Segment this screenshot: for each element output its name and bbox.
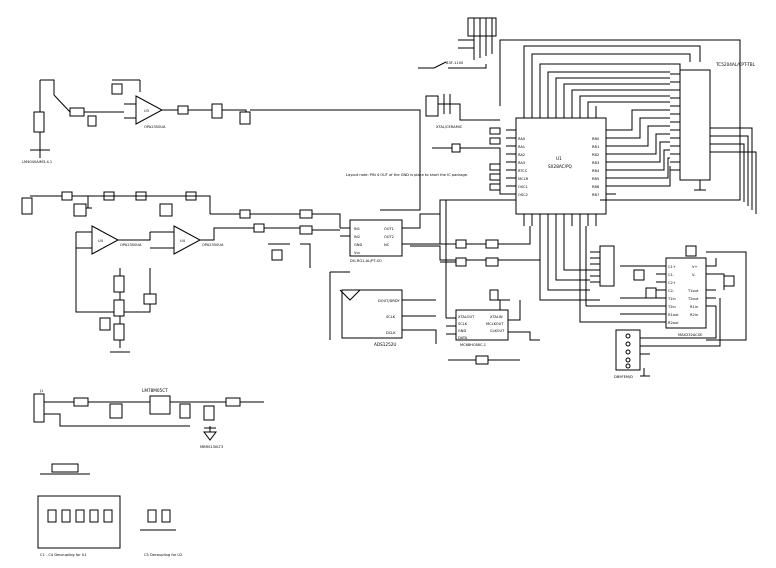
svg-text:OUT1: OUT1	[384, 227, 394, 231]
svg-text:IN1: IN1	[354, 227, 360, 231]
max-pin-r2in: R2in	[690, 313, 698, 317]
mcu-pin-rb4: RB4	[592, 169, 600, 173]
opamp-label-2: OPA2350UA	[120, 243, 142, 247]
mcu-pin-rb6: RB6	[592, 185, 600, 189]
rtc-label: MC68HC68C-1	[460, 343, 486, 347]
decoupling-u1: C1 - C4 Decoupling for U1	[37, 495, 121, 557]
header-j3	[539, 226, 615, 301]
max-pin-r2out: R2out	[668, 321, 679, 325]
max-pin-r1out: R1out	[668, 313, 679, 317]
rtc-pin-data: DATA	[458, 336, 468, 340]
db9-label: DB9FEM/D	[614, 375, 633, 379]
mcu-pin-ra2: RA2	[518, 153, 525, 157]
max232-chip: C1+ C1- C2+ C2- T1in T2in R1out R2out V+…	[579, 226, 747, 341]
mcu-label: SX28AC/PQ	[548, 164, 573, 169]
max-pin-r1in: R1in	[690, 305, 698, 309]
address-bus	[499, 39, 741, 201]
diode-label: MBRS130LT3	[200, 445, 223, 449]
max-pin-c1n: C1-	[668, 273, 675, 277]
svg-text:U4: U4	[180, 239, 186, 243]
max232-label: MAX232ACSE	[678, 333, 703, 337]
svg-text:DOUT/DRDY: DOUT/DRDY	[378, 299, 400, 303]
mcu-chip: U1 SX28AC/PQ RA0 RA1 RA2 RA3 RTCC MCLR O…	[489, 106, 616, 226]
mcu-pin-mclr: MCLR	[518, 177, 529, 181]
mcu-pin-rb5: RB5	[592, 177, 599, 181]
max-pin-t2in: T2in	[667, 305, 676, 309]
svg-text:NC: NC	[384, 243, 390, 247]
db9-connector: DB9FEM/D	[614, 298, 721, 379]
rtc-pin-xtalout: XTALOUT	[458, 315, 475, 319]
mcu-ref: U1	[556, 156, 562, 161]
decoupling-note-u2: C5 Decoupling for U2	[144, 553, 182, 557]
jumper-block	[40, 463, 90, 475]
max-pin-t2out: T2out	[687, 297, 699, 301]
divider-network	[75, 232, 157, 353]
max-pin-t1in: T1in	[667, 297, 676, 301]
rtc-pin-clkout: CLKOUT	[490, 329, 505, 333]
header-top	[458, 17, 497, 60]
layout-note: Layout note: PIN 4 OUT of the GND is pla…	[346, 173, 468, 177]
ref-section: LM4040AIM3-4.1	[22, 79, 141, 164]
svg-text:DCLK: DCLK	[386, 331, 396, 335]
rtc-pin-sclk: SCLK	[458, 322, 468, 326]
svg-text:GND: GND	[354, 243, 362, 247]
eeprom-label: TC5204AL/CPT-TBL	[715, 62, 756, 67]
svg-text:SCLK: SCLK	[386, 315, 396, 319]
misc-wires	[410, 226, 540, 267]
max-pin-c1p: C1+	[668, 265, 676, 269]
max-pin-c2n: C2-	[668, 289, 675, 293]
mcu-pin-rb3: RB3	[592, 161, 599, 165]
max-pin-c2p: C2+	[668, 281, 676, 285]
switch-label: B3F-1100	[446, 61, 464, 65]
adc-label: ADS1252U	[374, 342, 396, 347]
mux-chip: Layout note: PIN 4 OUT of the GND is pla…	[340, 173, 520, 263]
opamp-u4b: U4 OPA2350UA	[150, 203, 341, 268]
opamp-label-3: OPA2350UA	[202, 243, 224, 247]
opamp-u4a: U4 OPA2350UA	[21, 191, 211, 255]
svg-text:Vcc: Vcc	[354, 251, 360, 255]
mcu-pin-rb7: RB7	[592, 193, 599, 197]
mcu-pin-rb0: RB0	[592, 137, 600, 141]
opamp-u1a: U3 OPA2350UA	[124, 95, 421, 211]
max-pin-vp: V+	[692, 265, 697, 269]
rtc-pin-gnd: GND	[458, 329, 466, 333]
mux-label: DG-RG1-AL/PT-SO	[350, 259, 382, 263]
lm4040-label: LM4040AIM3-4.1	[22, 160, 52, 164]
mcu-pin-ra0: RA0	[518, 137, 526, 141]
svg-text:U4: U4	[98, 239, 104, 243]
resonator-label: XTAL/CERAMIC	[436, 125, 463, 129]
mcu-pin-rb2: RB2	[592, 153, 599, 157]
decoupling-u2: C5 Decoupling for U2	[140, 509, 182, 557]
svg-text:OUT2: OUT2	[384, 235, 394, 239]
regulator-label: LM78M05CT	[142, 388, 168, 393]
rtc-chip: XTALOUT SCLK GND DATA XTALIN MCLKOUT CLK…	[445, 200, 540, 365]
rtc-pin-xtalin: XTALIN	[490, 315, 503, 319]
eeprom-chip: TC5204AL/CPT-TBL	[670, 62, 757, 214]
max-pin-vn: V-	[692, 273, 696, 277]
mcu-pin-rb1: RB1	[592, 145, 599, 149]
power-supply: J1 LM78M05CT MBRS130LT3	[33, 388, 264, 449]
switch-resonator: B3F-1100 XTAL/CERAMIC	[418, 61, 506, 195]
rtc-pin-mclk: MCLKOUT	[486, 322, 504, 326]
opamp-label-1: OPA2350UA	[144, 125, 166, 129]
header-j1-label: J1	[39, 389, 43, 393]
svg-text:U3: U3	[144, 109, 149, 113]
mcu-pin-ra1: RA1	[518, 145, 525, 149]
mcu-pin-osc2: OSC2	[518, 193, 528, 197]
mcu-pin-ra3: RA3	[518, 161, 525, 165]
mcu-pin-rtcc: RTCC	[518, 169, 528, 173]
adc-chip: DOUT/DRDY SCLK DCLK ADS1252U	[329, 271, 437, 347]
decoupling-note-u1: C1 - C4 Decoupling for U1	[40, 553, 87, 557]
svg-text:IN2: IN2	[354, 235, 360, 239]
mcu-pin-osc1: OSC1	[518, 185, 528, 189]
max-pin-t1out: T1out	[687, 289, 699, 293]
